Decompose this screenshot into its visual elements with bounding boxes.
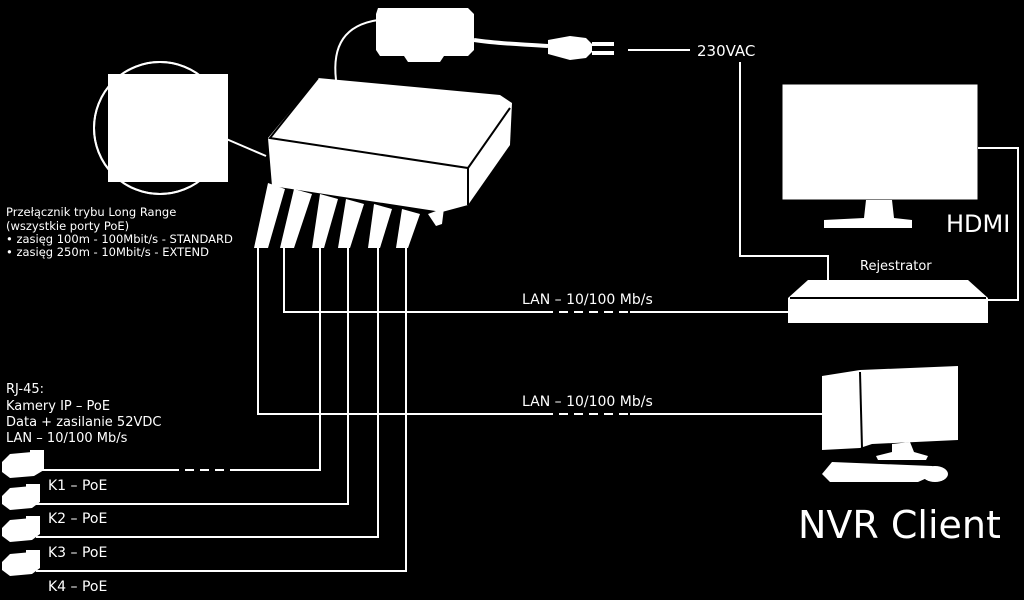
lan-link-client — [257, 248, 544, 415]
rj45-note-line-4: LAN – 10/100 Mb/s — [6, 431, 128, 446]
mode-switch-note-line-3: • zasięg 100m - 100Mbit/s - STANDARD — [6, 232, 233, 246]
mode-switch-note-line-1: Przełącznik trybu Long Range — [6, 205, 176, 219]
camera-k4-label: K4 – PoE — [48, 579, 107, 595]
rj45-note-line-2: Kamery IP – PoE — [6, 399, 110, 414]
camera-k4-icon — [2, 550, 40, 576]
camera-k2-label: K2 – PoE — [48, 511, 107, 527]
rj45-note-line-1: RJ-45: — [6, 382, 44, 397]
mode-switch-zoom — [93, 61, 267, 195]
camera-k1-label: K1 – PoE — [48, 478, 107, 494]
camera-k1-icon — [2, 450, 44, 478]
camera-link-k1 — [230, 248, 321, 471]
power-adapter-icon — [334, 8, 549, 81]
camera-k2-icon — [2, 484, 40, 510]
nvr-client-computer-icon — [822, 366, 958, 482]
mode-switch-note-line-4: • zasięg 250m - 10Mbit/s - EXTEND — [6, 245, 209, 259]
monitor-icon — [781, 83, 979, 228]
recorder-icon — [788, 280, 988, 323]
hdmi-cable — [978, 147, 1019, 301]
camera-link-k2 — [36, 248, 349, 505]
lan-link-recorder-label: LAN – 10/100 Mb/s — [522, 292, 653, 308]
recorder-label: Rejestrator — [860, 259, 932, 274]
poe-switch-icon — [254, 77, 512, 248]
lan-link-recorder — [283, 248, 544, 313]
power-to-recorder-line — [739, 62, 829, 282]
hdmi-label: HDMI — [946, 210, 1010, 238]
lan-link-client-label: LAN – 10/100 Mb/s — [522, 394, 653, 410]
power-label: 230VAC — [697, 42, 755, 60]
camera-link-k3 — [36, 248, 379, 538]
nvr-client-label: NVR Client — [798, 503, 1001, 547]
mode-switch-note-line-2: (wszystkie porty PoE) — [6, 219, 129, 233]
rj45-note-line-3: Data + zasilanie 52VDC — [6, 415, 161, 430]
camera-k3-icon — [2, 516, 40, 542]
power-plug-icon — [548, 36, 614, 60]
camera-k3-label: K3 – PoE — [48, 545, 107, 561]
camera-link-k4 — [36, 248, 407, 572]
